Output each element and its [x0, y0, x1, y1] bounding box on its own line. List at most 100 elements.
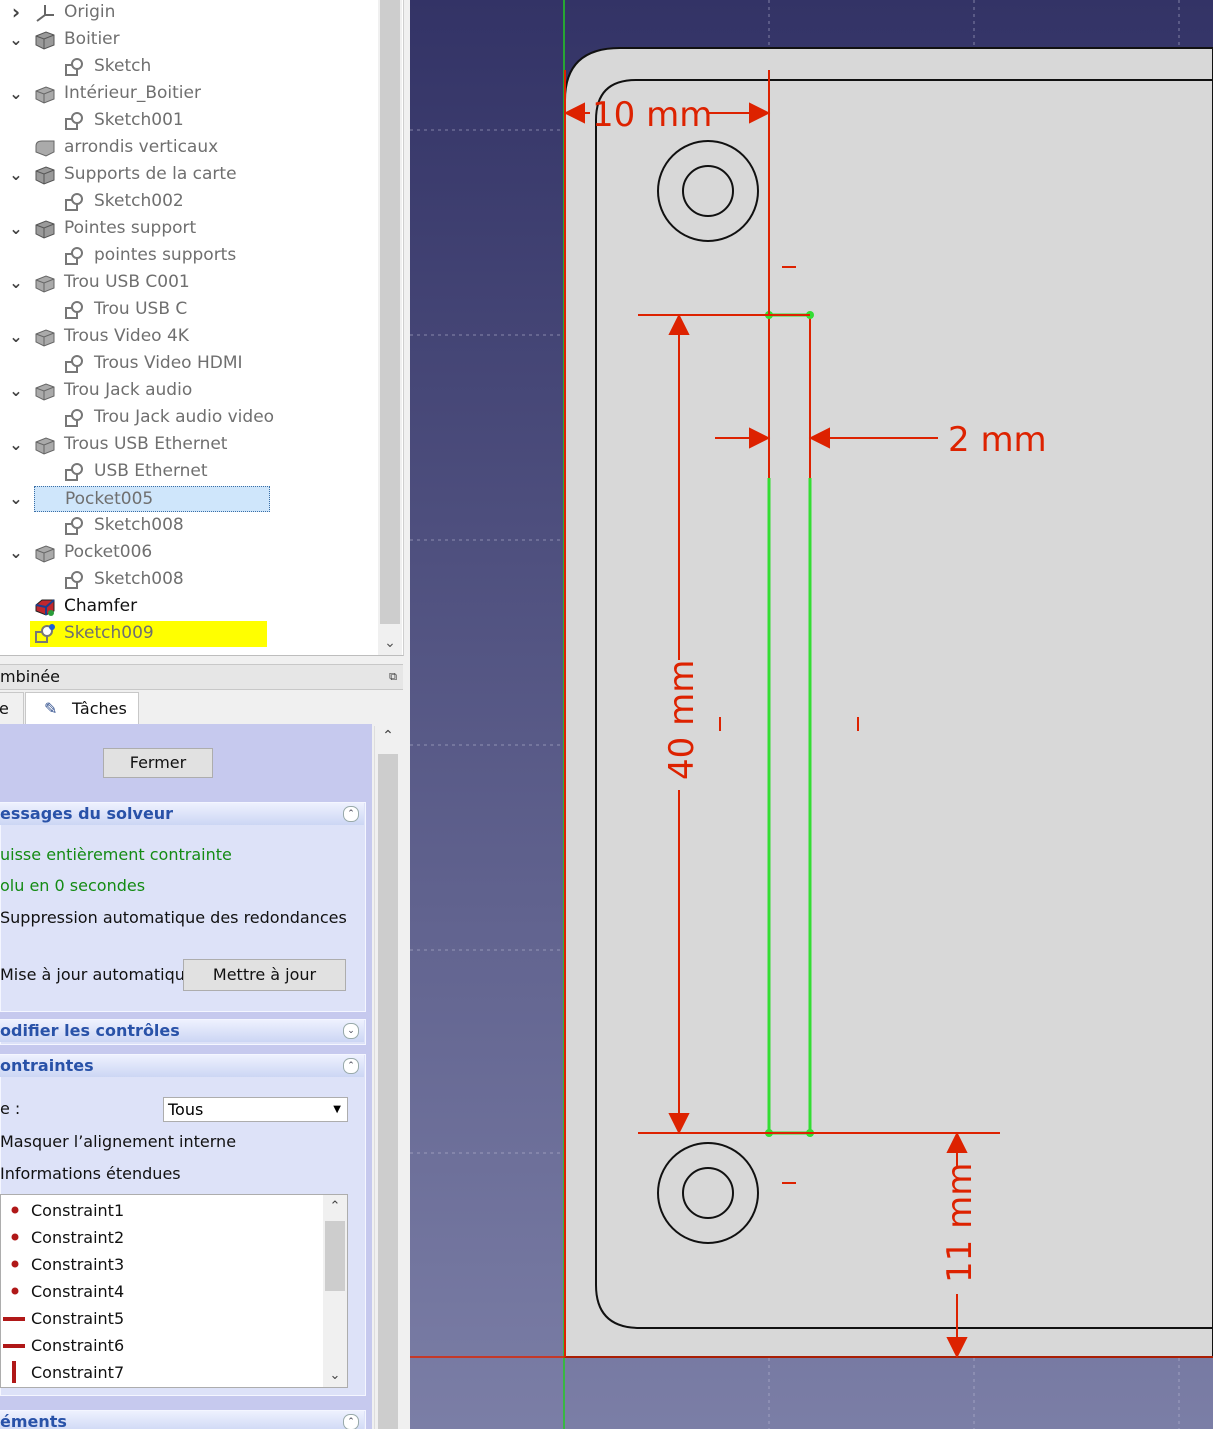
update-button[interactable]: Mettre à jour [183, 959, 346, 991]
close-button[interactable]: Fermer [103, 748, 213, 778]
tree-item[interactable]: ⌄ Boitier [0, 26, 378, 53]
hide-internal-alignment-checkbox[interactable]: Masquer l’alignement interne [0, 1132, 237, 1151]
expand-icon[interactable]: ⌄ [343, 1023, 359, 1039]
tree-item[interactable]: ⌄Pointes support [0, 215, 378, 242]
chevron-down-icon[interactable]: ⌄ [9, 84, 23, 103]
tree-item[interactable]: Sketch001 [0, 107, 378, 134]
box-inner-edge [595, 79, 1213, 1329]
tree-item[interactable]: Sketch008 [0, 512, 378, 539]
tree-item[interactable]: arrondis verticaux [0, 134, 378, 161]
dimension-40mm-label[interactable]: 40 mm [662, 660, 702, 780]
tree-item[interactable]: Chamfer [0, 593, 378, 620]
chevron-down-icon[interactable]: ⌄ [9, 381, 23, 400]
scroll-down-icon[interactable]: ⌄ [384, 635, 396, 651]
dimension-2mm[interactable] [715, 427, 938, 449]
tree-item[interactable]: Trou Jack audio video [0, 404, 378, 431]
tree-item[interactable]: ⌄Trou USB C001 [0, 269, 378, 296]
constraint-list-scrollbar-thumb[interactable] [325, 1221, 345, 1291]
tree-item[interactable]: ⌄ Trou Jack audio [0, 377, 378, 404]
constraint-filter-select[interactable]: Tous ▼ [163, 1097, 348, 1122]
chevron-down-icon[interactable]: ⌄ [9, 273, 23, 292]
collapse-icon[interactable]: ⌃ [343, 806, 359, 822]
tree-item[interactable]: ⌄Supports de la carte [0, 161, 378, 188]
collapse-icon[interactable]: ⌃ [343, 1414, 359, 1429]
tree-scrollbar-thumb[interactable] [380, 0, 400, 624]
tab-tasks[interactable]: ✎ Tâches [25, 692, 139, 725]
constraint-list-item[interactable]: Constraint6 [1, 1332, 321, 1359]
dimension-40mm[interactable] [668, 313, 690, 1135]
tree-item[interactable]: pointes supports [0, 242, 378, 269]
auto-remove-redundants-checkbox[interactable]: Suppression automatique des redondances [0, 908, 347, 927]
extended-info-checkbox[interactable]: Informations étendues [0, 1164, 181, 1183]
tree-item-label: Trou USB C [94, 299, 188, 319]
task-panel-scrollbar-thumb[interactable] [378, 754, 398, 1429]
tree-item[interactable]: ⌄ Pocket006 [0, 539, 378, 566]
sketch-viewport[interactable]: 10 mm 2 mm 40 mm 11 mm [410, 0, 1213, 1429]
tree-item-label: Sketch008 [94, 515, 184, 535]
tree-item[interactable]: ⌄Pocket005 [0, 485, 378, 512]
constraint-list-item[interactable]: Constraint1 [1, 1197, 321, 1224]
scroll-up-icon[interactable]: ⌃ [329, 1199, 341, 1214]
solver-messages-title: essages du solveur [0, 804, 174, 823]
dimension-10mm[interactable] [563, 102, 771, 124]
pocket-icon [34, 273, 56, 293]
constraint-list-item[interactable]: Constraint5 [1, 1305, 321, 1332]
chevron-down-icon[interactable]: ⌄ [9, 435, 23, 454]
tree-item[interactable]: Sketch008 [0, 566, 378, 593]
constraint-list-item[interactable]: Constraint2 [1, 1224, 321, 1251]
tree-item-label: Boitier [64, 29, 120, 49]
tree-item-label: Trous Video 4K [64, 326, 189, 346]
chevron-down-icon[interactable]: ⌄ [9, 327, 23, 346]
constraints-header[interactable]: ontraintes ⌃ [0, 1055, 364, 1077]
chevron-right-icon[interactable]: › [11, 0, 21, 24]
body-icon [34, 30, 56, 50]
tree-item[interactable]: ⌄Intérieur_Boitier [0, 80, 378, 107]
coincident-icon [3, 1278, 25, 1305]
tree-scrollbar[interactable]: ⌄ [378, 0, 402, 655]
tree-item[interactable]: Trous Video HDMI [0, 350, 378, 377]
chevron-down-icon[interactable]: ⌄ [9, 165, 23, 184]
tree-item[interactable]: Sketch002 [0, 188, 378, 215]
float-panel-icon[interactable]: ⧉ [389, 670, 397, 683]
scroll-down-icon[interactable]: ⌄ [329, 1368, 341, 1383]
tree-item[interactable]: Sketch [0, 53, 378, 80]
tree-item[interactable]: Sketch009 [0, 620, 378, 647]
coincident-icon [3, 1251, 25, 1278]
constraint-list-scrollbar[interactable]: ⌃ ⌄ [323, 1195, 347, 1387]
dimension-2mm-label[interactable]: 2 mm [948, 420, 1047, 460]
constraint-label: Constraint6 [31, 1336, 125, 1355]
auto-update-checkbox[interactable]: Mise à jour automatique [0, 965, 195, 984]
edit-controls-header[interactable]: odifier les contrôles ⌄ [0, 1020, 364, 1042]
sketch-icon [64, 57, 86, 77]
dimension-11mm-label[interactable]: 11 mm [940, 1163, 980, 1283]
constraint-list-item[interactable]: Constraint4 [1, 1278, 321, 1305]
tree-item[interactable]: Trou USB C [0, 296, 378, 323]
constraint-label: Constraint1 [31, 1201, 125, 1220]
tab-model[interactable]: e [0, 692, 24, 725]
chevron-down-icon[interactable]: ⌄ [9, 219, 23, 238]
tree-item-label: Pocket006 [64, 542, 153, 562]
origin-icon [34, 3, 56, 23]
constraint-list-item[interactable]: Constraint3 [1, 1251, 321, 1278]
chevron-down-icon[interactable]: ⌄ [9, 489, 23, 508]
tree-item-label: Trous USB Ethernet [64, 434, 228, 454]
constraint-list-item[interactable]: Constraint7 [1, 1359, 321, 1386]
solver-messages-header[interactable]: essages du solveur ⌃ [0, 803, 364, 825]
dimension-10mm-label[interactable]: 10 mm [592, 95, 712, 135]
pocket-icon [34, 543, 56, 563]
chevron-down-icon[interactable]: ⌄ [9, 30, 23, 49]
tree-item[interactable]: ⌄ Trous Video 4K [0, 323, 378, 350]
tree-item[interactable]: ⌄ Trous USB Ethernet [0, 431, 378, 458]
sketch-canvas[interactable]: 10 mm 2 mm 40 mm 11 mm [410, 0, 1213, 1429]
scroll-up-icon[interactable]: ⌃ [382, 728, 394, 744]
chevron-down-icon[interactable]: ⌄ [9, 543, 23, 562]
tree-item[interactable]: USB Ethernet [0, 458, 378, 485]
tree-item-label: Trou Jack audio [64, 380, 193, 400]
dimension-11mm[interactable] [946, 1131, 968, 1359]
tree-item[interactable]: ›Origin [0, 0, 378, 26]
task-panel-scrollbar[interactable]: ⌃ [374, 726, 401, 1429]
collapse-icon[interactable]: ⌃ [343, 1058, 359, 1074]
elements-header[interactable]: éments ⌃ [0, 1411, 364, 1429]
